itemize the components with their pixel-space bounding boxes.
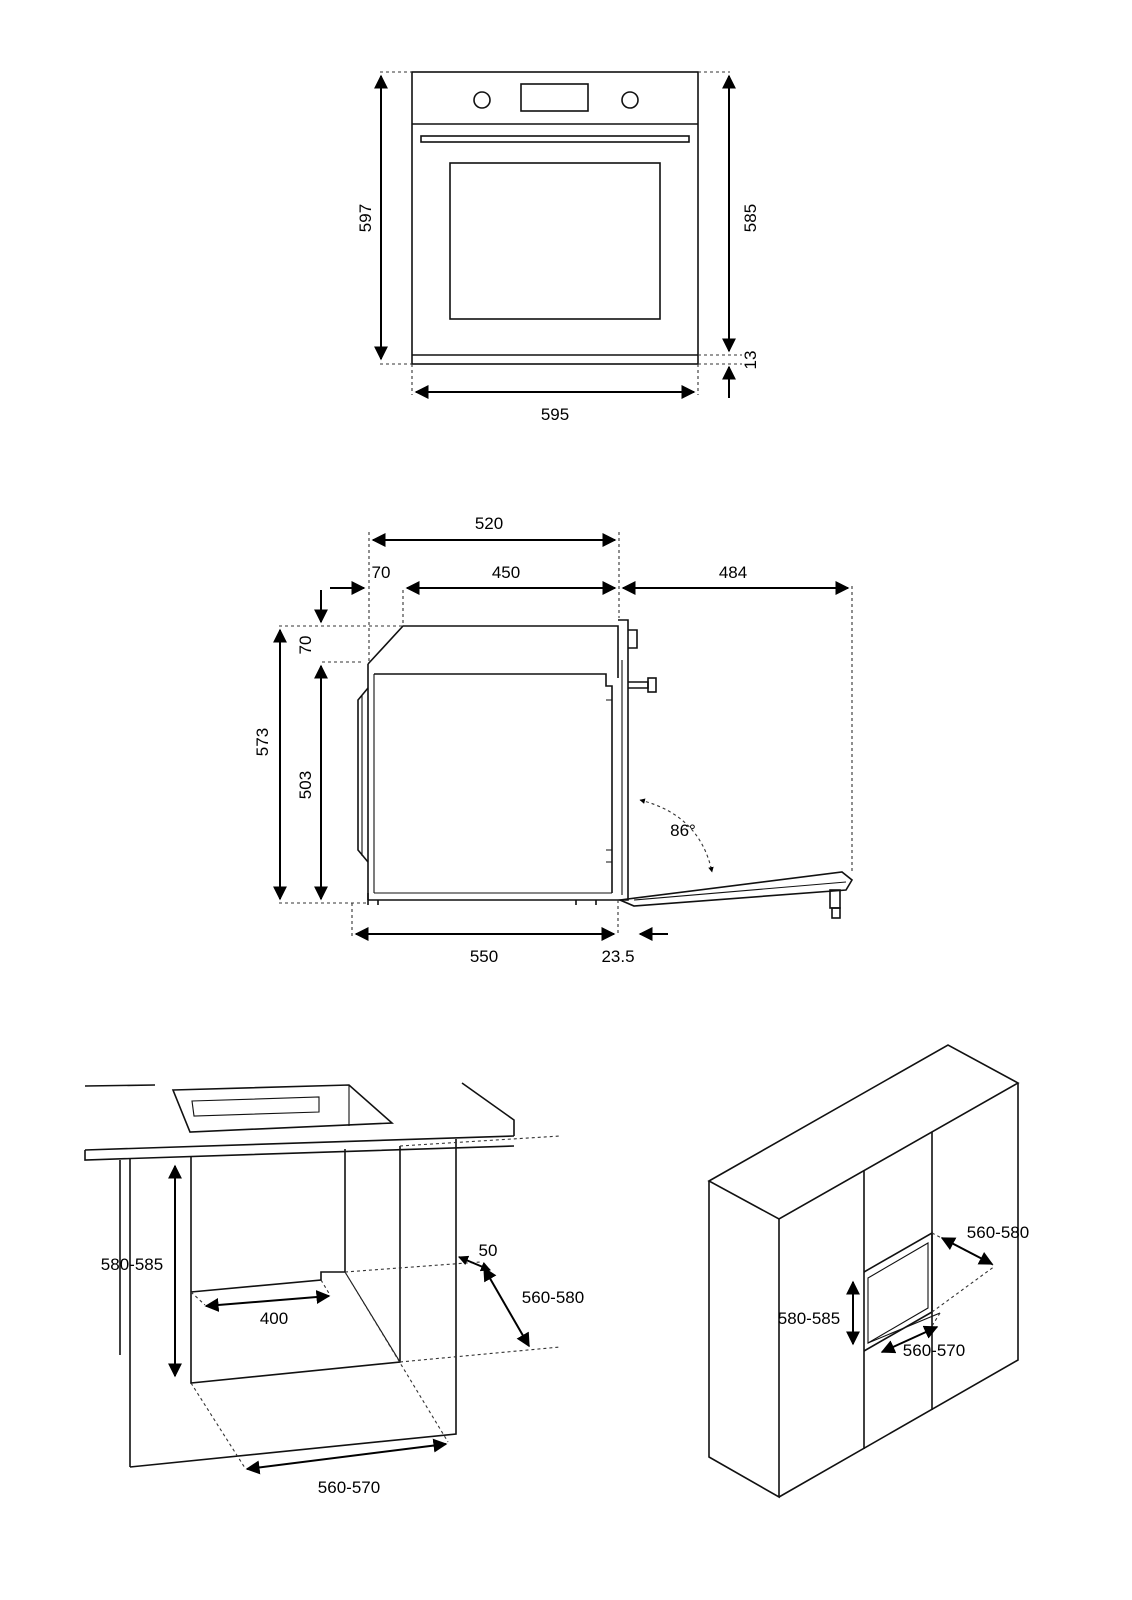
col-niche-depth-arrow bbox=[940, 1237, 994, 1265]
side-door-angle-label: 86° bbox=[670, 821, 696, 840]
col-niche-height-label: 580-585 bbox=[778, 1309, 840, 1328]
uc-niche-width-arrow bbox=[245, 1438, 448, 1475]
side-depth-550-label: 550 bbox=[470, 947, 498, 966]
front-base-13-label: 13 bbox=[741, 351, 760, 370]
side-height-503-label: 503 bbox=[296, 771, 315, 799]
oven-front-outline bbox=[411, 71, 699, 365]
col-niche-width-arrow bbox=[880, 1325, 939, 1354]
side-door-open-484-label: 484 bbox=[719, 563, 747, 582]
front-height-585-label: 585 bbox=[741, 204, 760, 232]
oven-side-outline bbox=[357, 619, 854, 919]
side-depth-450-label: 450 bbox=[492, 563, 520, 582]
uc-vent-400-label: 400 bbox=[260, 1309, 288, 1328]
uc-niche-depth-arrow bbox=[483, 1266, 530, 1348]
side-view: 520 70 450 484 70 573 503 86° 550 23.5 bbox=[253, 514, 854, 966]
uc-niche-width-label: 560-570 bbox=[318, 1478, 380, 1497]
col-niche-depth-label: 560-580 bbox=[967, 1223, 1029, 1242]
uc-vent-400-arrow bbox=[204, 1290, 331, 1312]
uc-niche-depth-label: 560-580 bbox=[522, 1288, 584, 1307]
front-width-595-label: 595 bbox=[541, 405, 569, 424]
side-depth-520-label: 520 bbox=[475, 514, 503, 533]
side-setback-70-label: 70 bbox=[372, 563, 391, 582]
front-height-597-label: 597 bbox=[356, 204, 375, 232]
uc-gap-50-label: 50 bbox=[479, 1241, 498, 1260]
col-niche-width-label: 560-570 bbox=[903, 1341, 965, 1360]
side-height-573-label: 573 bbox=[253, 728, 272, 756]
side-door-angle-arc bbox=[639, 798, 714, 873]
side-top-drop-70-label: 70 bbox=[296, 636, 315, 655]
side-door-23-5-label: 23.5 bbox=[601, 947, 634, 966]
front-view: 597 585 13 595 bbox=[356, 71, 760, 424]
under-counter-installation: 580-585 400 50 560-580 560-570 bbox=[84, 1082, 584, 1497]
countertop-and-cabinet bbox=[84, 1082, 561, 1469]
uc-niche-height-label: 580-585 bbox=[101, 1255, 163, 1274]
column-unit-installation: 560-580 580-585 560-570 bbox=[707, 1044, 1029, 1499]
tall-cabinet bbox=[707, 1044, 1020, 1499]
